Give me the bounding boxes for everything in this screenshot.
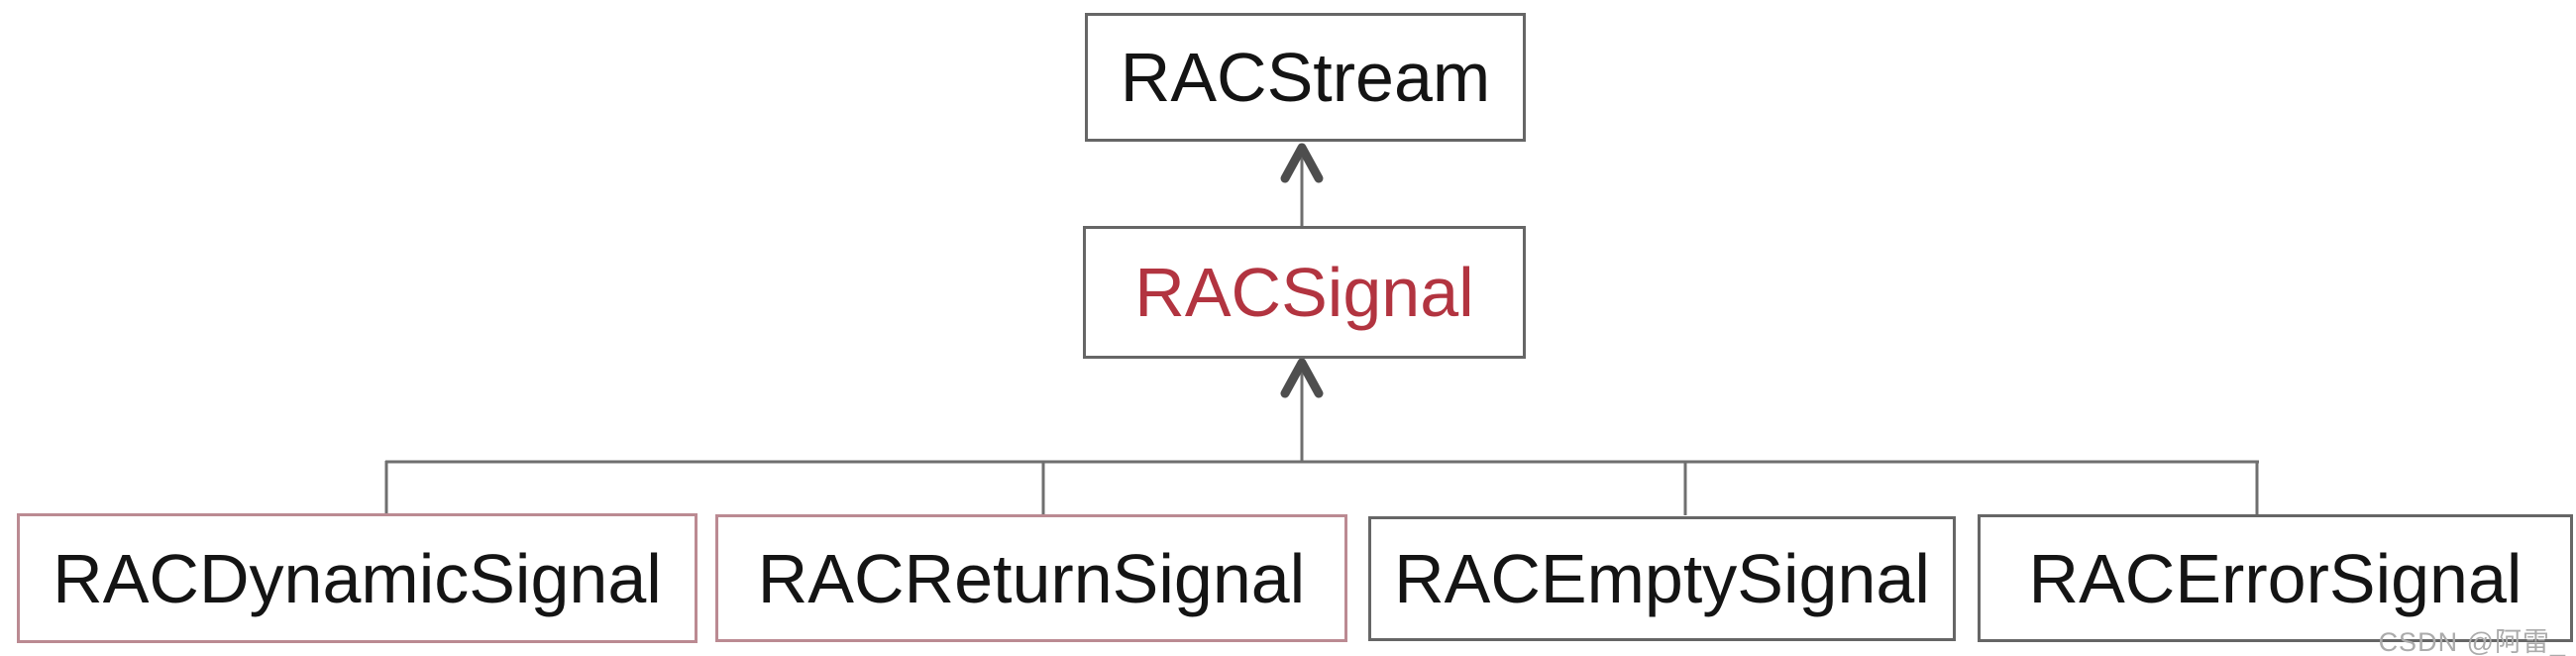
node-racstream: RACStream [1085, 13, 1526, 142]
node-racemptysignal-label: RACEmptySignal [1394, 540, 1930, 617]
node-racsignal-label: RACSignal [1134, 254, 1474, 331]
arrowhead-up-icon [1280, 358, 1324, 398]
node-racemptysignal: RACEmptySignal [1368, 516, 1956, 641]
node-racreturnsignal-label: RACReturnSignal [757, 539, 1306, 617]
node-racdynamicsignal-label: RACDynamicSignal [53, 539, 662, 617]
node-racreturnsignal: RACReturnSignal [715, 514, 1347, 642]
arrow-children-to-racsignal [1280, 358, 1324, 463]
arrow-racsignal-to-racstream [1280, 143, 1324, 229]
children-connector [384, 460, 2259, 515]
csdn-watermark: CSDN @阿雷_ [2378, 627, 2566, 656]
node-racdynamicsignal: RACDynamicSignal [17, 513, 698, 643]
arrowhead-up-icon [1280, 143, 1324, 183]
node-racerrorsignal: RACErrorSignal [1978, 514, 2573, 642]
node-racstream-label: RACStream [1120, 39, 1491, 116]
node-racsignal: RACSignal [1083, 226, 1526, 359]
node-racerrorsignal-label: RACErrorSignal [2028, 539, 2522, 617]
